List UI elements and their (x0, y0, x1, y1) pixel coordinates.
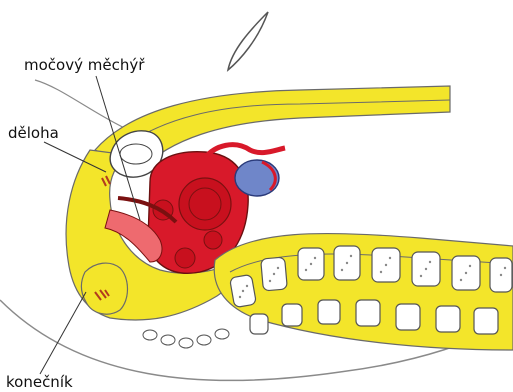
rectum (81, 263, 127, 314)
uterus-circle-small-3 (204, 231, 222, 249)
uterus-circle-large (179, 178, 231, 230)
ovary (235, 160, 279, 196)
label-rectum: konečník (6, 373, 73, 391)
fold-shape (228, 12, 268, 70)
label-bladder: močový měchýř (24, 56, 144, 74)
rectum-leader (40, 292, 86, 374)
sacral-bones (143, 329, 229, 348)
label-uterus: děloha (8, 124, 59, 142)
uterus-circle-small-2 (175, 248, 195, 268)
